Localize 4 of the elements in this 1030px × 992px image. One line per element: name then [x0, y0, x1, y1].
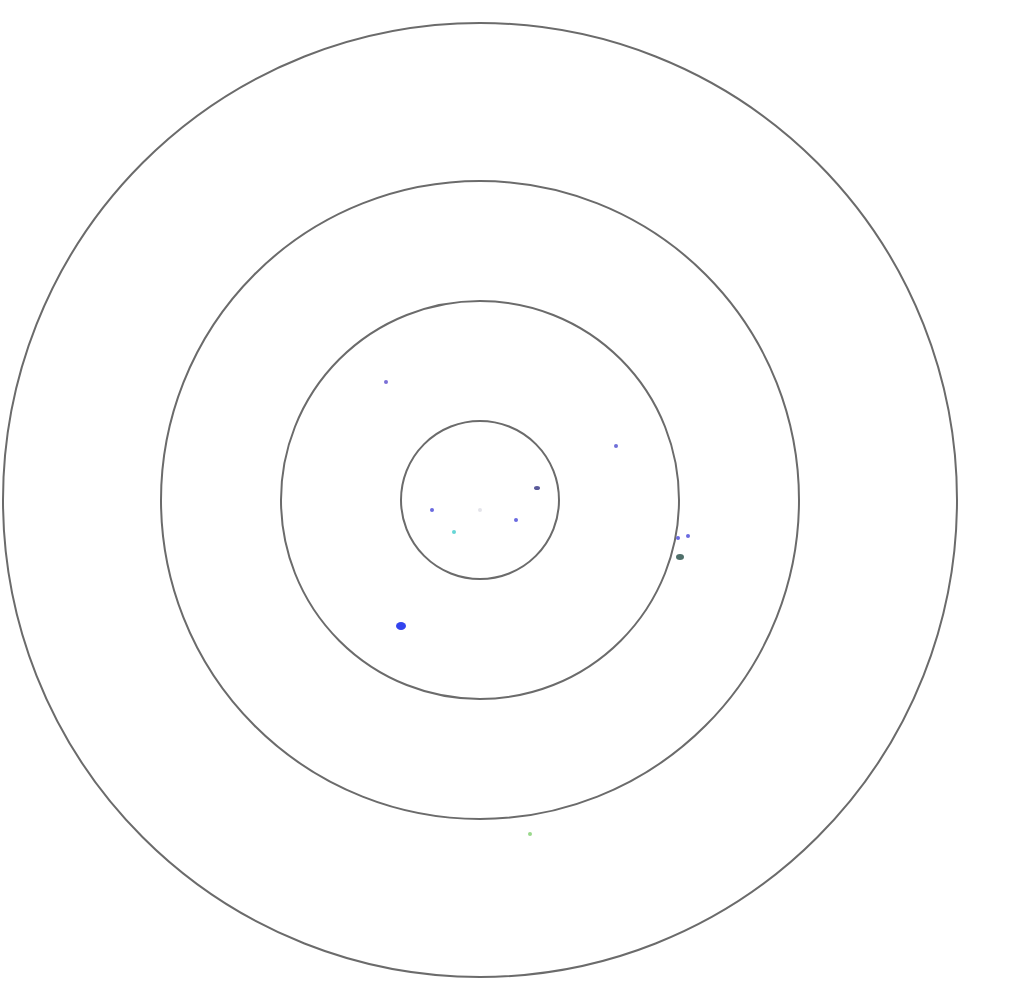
circle-outline — [400, 420, 560, 580]
circle-outline — [280, 300, 680, 700]
circle-outline — [2, 22, 958, 978]
circle-outline — [160, 180, 800, 820]
